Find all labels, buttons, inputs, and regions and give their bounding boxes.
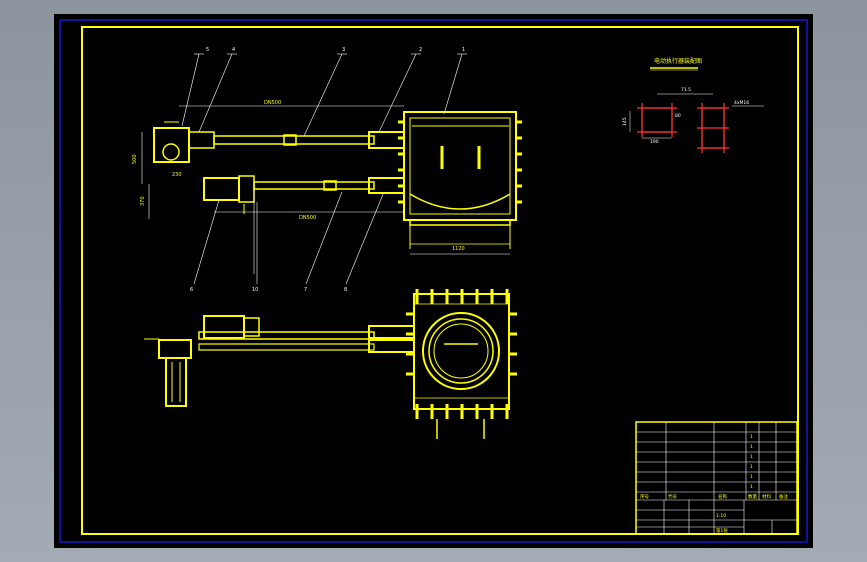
side-view: [153, 111, 522, 249]
detail-title: 电动执行器装配图: [654, 57, 702, 65]
bom-qty-6: 1: [750, 484, 753, 490]
bom-qty-4: 1: [750, 464, 753, 470]
balloon-2: 2: [419, 47, 422, 53]
upper-gearbox: [153, 127, 190, 163]
motor: [203, 177, 240, 201]
bom-qty-1: 1: [750, 434, 753, 440]
leader-lines: [181, 53, 467, 285]
cad-viewport[interactable]: DN500 DN500 1120 230 500 370 5 4 3 2 1 6…: [54, 14, 813, 548]
detail-bolt-pattern: [637, 103, 729, 153]
title-block-text: 序号 代号 名称 数量 材料 备注 1 1 1 1 1 1 1:10 第1张: [640, 434, 788, 534]
balloon-labels: 5 4 3 2 1 6 7 8 10: [190, 47, 465, 293]
bom-head-name: 名称: [718, 493, 727, 500]
dim-side-bottom: DN500: [299, 215, 316, 221]
balloon-8: 8: [344, 287, 347, 293]
detail-dim-c: 4xM16: [734, 100, 749, 106]
detail-dim-b: 190: [650, 139, 659, 145]
valve-bore-outer: [422, 312, 500, 390]
sheet-border-inner: [81, 26, 799, 535]
bom-qty-3: 1: [750, 454, 753, 460]
sheet-border-outer: [59, 19, 808, 543]
dim-left-b: 500: [132, 154, 138, 164]
title-block: [635, 421, 798, 535]
plan-view: [144, 289, 517, 439]
side-view-dims: [141, 105, 510, 274]
bom-head-qty: 数量: [748, 493, 757, 500]
balloon-5: 5: [206, 47, 209, 53]
dim-left-c: 370: [140, 196, 146, 206]
bom-head-note: 备注: [779, 493, 788, 500]
bom-qty-2: 1: [750, 444, 753, 450]
detail-view: 电动执行器装配图 71.5 145 80 190 4xM16: [622, 57, 764, 153]
balloon-7: 7: [304, 287, 307, 293]
dim-side-top: DN500: [264, 100, 281, 106]
detail-dim-a: 80: [675, 113, 681, 119]
balloon-6: 6: [190, 287, 193, 293]
balloon-4: 4: [232, 47, 235, 53]
detail-dim-h: 145: [622, 117, 628, 126]
bom-head-mat: 材料: [762, 493, 771, 500]
balloon-10: 10: [252, 287, 258, 293]
cad-drawing: DN500 DN500 1120 230 500 370 5 4 3 2 1 6…: [59, 19, 808, 543]
valve-body-plan: [413, 293, 510, 410]
upper-shaft: [213, 135, 375, 145]
bom-head-code: 代号: [668, 493, 677, 500]
dim-base: 1120: [452, 246, 465, 252]
lower-shaft: [253, 181, 375, 190]
bom-head-no: 序号: [640, 493, 649, 500]
bom-qty-5: 1: [750, 474, 753, 480]
balloon-1: 1: [462, 47, 465, 53]
sheet-number: 第1张: [716, 527, 728, 534]
valve-body-side: [403, 111, 517, 221]
scale-value: 1:10: [716, 513, 726, 519]
detail-dim-w: 71.5: [681, 87, 691, 93]
balloon-3: 3: [342, 47, 345, 53]
dim-left-a: 230: [172, 172, 182, 178]
